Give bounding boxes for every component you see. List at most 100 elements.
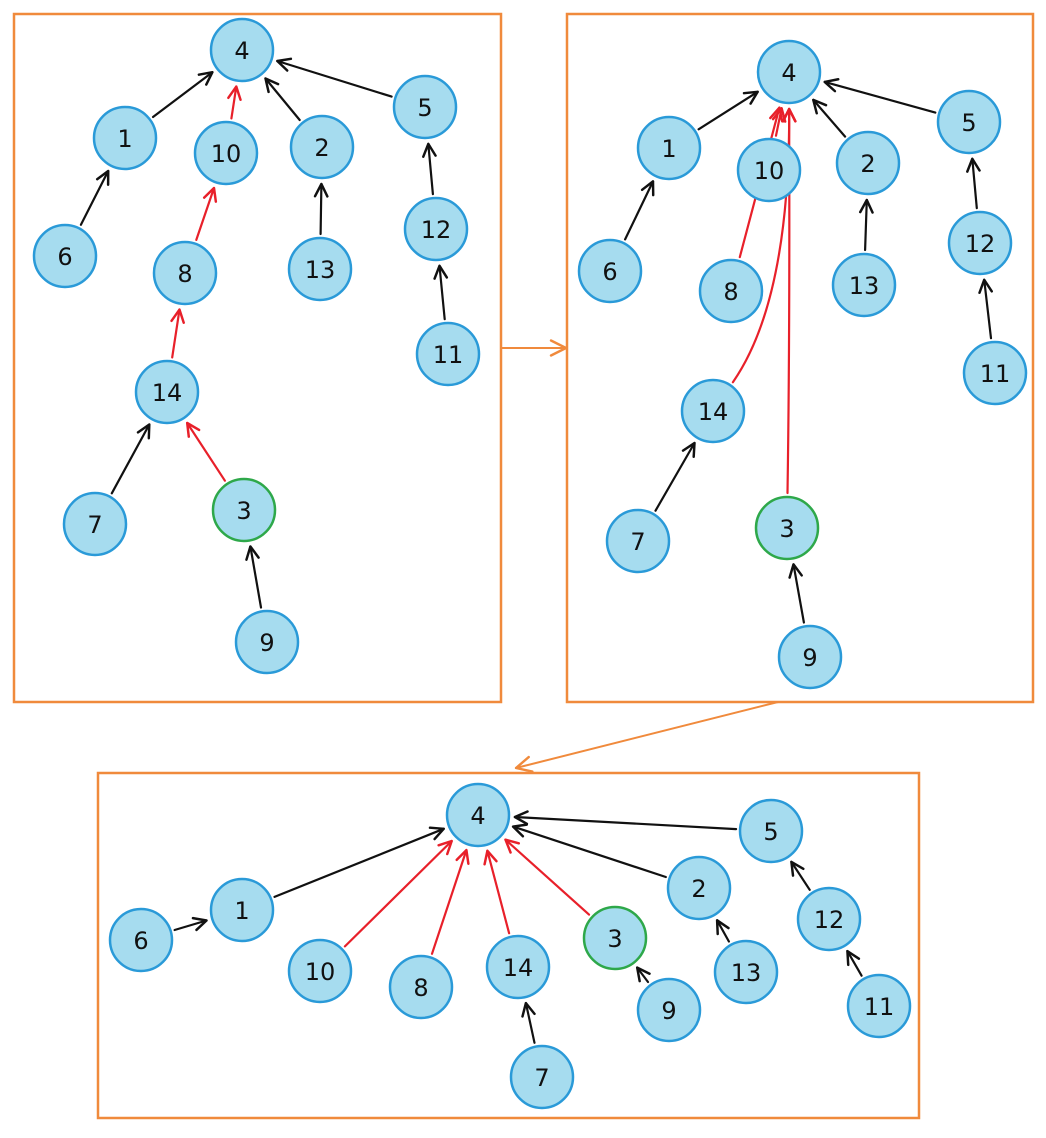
node-circle-before-13 bbox=[287, 236, 353, 302]
node-label-before-4: 4 bbox=[234, 37, 249, 65]
node-label-during-14: 14 bbox=[698, 398, 729, 426]
edge-during-6-to-1 bbox=[624, 180, 655, 241]
edge-during-7-to-14 bbox=[654, 441, 696, 512]
node-during-9: 9 bbox=[777, 624, 843, 690]
node-circle-before-14 bbox=[134, 359, 200, 425]
edge-after-9-to-3 bbox=[635, 966, 651, 984]
node-before-2: 2 bbox=[289, 114, 355, 180]
edge-after-6-to-1 bbox=[173, 916, 208, 932]
node-label-after-5: 5 bbox=[763, 818, 778, 846]
panel-frames bbox=[12, 12, 1035, 1120]
node-label-during-2: 2 bbox=[860, 150, 875, 178]
edge-before-12-to-5 bbox=[422, 142, 437, 196]
node-label-during-3: 3 bbox=[779, 515, 794, 543]
node-before-1: 1 bbox=[92, 105, 158, 171]
edge-after-1-to-4 bbox=[273, 826, 445, 898]
node-label-during-6: 6 bbox=[602, 258, 617, 286]
node-label-after-4: 4 bbox=[470, 802, 485, 830]
node-label-during-13: 13 bbox=[849, 272, 880, 300]
node-circle-after-9 bbox=[636, 977, 702, 1043]
edge-after-2-to-4 bbox=[511, 823, 667, 879]
node-before-6: 6 bbox=[32, 223, 98, 289]
node-label-before-11: 11 bbox=[433, 341, 464, 369]
node-label-during-5: 5 bbox=[961, 109, 976, 137]
node-label-after-10: 10 bbox=[305, 958, 336, 986]
node-label-after-13: 13 bbox=[731, 959, 762, 987]
node-label-during-10: 10 bbox=[754, 157, 785, 185]
node-after-11: 11 bbox=[846, 973, 912, 1039]
node-during-3: 3 bbox=[754, 495, 820, 561]
node-label-after-8: 8 bbox=[413, 974, 428, 1002]
node-during-1: 1 bbox=[636, 115, 702, 181]
node-before-4: 4 bbox=[209, 17, 275, 83]
node-after-12: 12 bbox=[796, 886, 862, 952]
node-label-after-1: 1 bbox=[234, 897, 249, 925]
node-label-during-1: 1 bbox=[661, 135, 676, 163]
node-circle-during-4 bbox=[756, 39, 822, 105]
node-label-before-9: 9 bbox=[259, 629, 274, 657]
edge-during-13-to-2 bbox=[858, 198, 874, 252]
edge-during-12-to-5 bbox=[966, 157, 981, 210]
node-label-before-1: 1 bbox=[117, 125, 132, 153]
node-label-before-10: 10 bbox=[211, 140, 242, 168]
panel-frame-during bbox=[565, 12, 1035, 704]
node-circle-during-10 bbox=[736, 137, 802, 203]
edge-during-2-to-4 bbox=[812, 98, 847, 138]
node-circle-during-2 bbox=[835, 130, 901, 196]
edge-after-12-to-5 bbox=[790, 860, 811, 891]
edge-before-6-to-1 bbox=[79, 169, 110, 226]
edge-before-8-to-10 bbox=[195, 186, 218, 241]
node-after-1: 1 bbox=[209, 877, 275, 943]
edge-after-10-to-4 bbox=[343, 839, 453, 948]
node-circle-during-9 bbox=[777, 624, 843, 690]
node-circle-during-5 bbox=[936, 89, 1002, 155]
node-after-8: 8 bbox=[388, 954, 454, 1020]
node-during-7: 7 bbox=[605, 508, 671, 574]
edge-before-9-to-3 bbox=[245, 545, 263, 609]
node-label-before-8: 8 bbox=[177, 260, 192, 288]
node-circle-after-4 bbox=[445, 782, 511, 848]
node-label-during-11: 11 bbox=[980, 360, 1011, 388]
node-label-during-9: 9 bbox=[802, 644, 817, 672]
node-circle-before-9 bbox=[234, 609, 300, 675]
node-circle-after-8 bbox=[388, 954, 454, 1020]
edge-before-14-to-8 bbox=[170, 308, 185, 359]
node-during-8: 8 bbox=[698, 258, 764, 324]
node-before-12: 12 bbox=[403, 196, 469, 262]
edge-after-14-to-4 bbox=[483, 849, 511, 935]
edge-before-2-to-4 bbox=[264, 77, 301, 122]
node-circle-before-3 bbox=[211, 477, 277, 543]
node-circle-before-10 bbox=[193, 120, 259, 186]
node-circle-after-14 bbox=[485, 934, 551, 1000]
node-during-6: 6 bbox=[577, 238, 643, 304]
node-circle-during-14 bbox=[680, 378, 746, 444]
node-label-after-12: 12 bbox=[814, 906, 845, 934]
node-label-after-9: 9 bbox=[661, 997, 676, 1025]
node-circle-during-6 bbox=[577, 238, 643, 304]
node-after-14: 14 bbox=[485, 934, 551, 1000]
node-label-during-4: 4 bbox=[781, 59, 796, 87]
node-circle-after-6 bbox=[108, 907, 174, 973]
node-before-14: 14 bbox=[134, 359, 200, 425]
node-label-after-11: 11 bbox=[864, 993, 895, 1021]
node-during-2: 2 bbox=[835, 130, 901, 196]
node-after-5: 5 bbox=[738, 798, 804, 864]
node-circle-after-5 bbox=[738, 798, 804, 864]
node-after-10: 10 bbox=[287, 938, 353, 1004]
node-circle-before-12 bbox=[403, 196, 469, 262]
node-before-8: 8 bbox=[152, 240, 218, 306]
node-circle-after-11 bbox=[846, 973, 912, 1039]
node-after-9: 9 bbox=[636, 977, 702, 1043]
node-circle-during-13 bbox=[831, 252, 897, 318]
node-label-before-2: 2 bbox=[314, 134, 329, 162]
node-circle-after-10 bbox=[287, 938, 353, 1004]
node-circle-before-2 bbox=[289, 114, 355, 180]
node-during-13: 13 bbox=[831, 252, 897, 318]
node-before-5: 5 bbox=[392, 74, 458, 140]
node-label-after-14: 14 bbox=[503, 954, 534, 982]
node-label-before-3: 3 bbox=[236, 497, 251, 525]
node-label-during-7: 7 bbox=[630, 528, 645, 556]
node-circle-during-11 bbox=[962, 340, 1028, 406]
node-label-during-8: 8 bbox=[723, 278, 738, 306]
